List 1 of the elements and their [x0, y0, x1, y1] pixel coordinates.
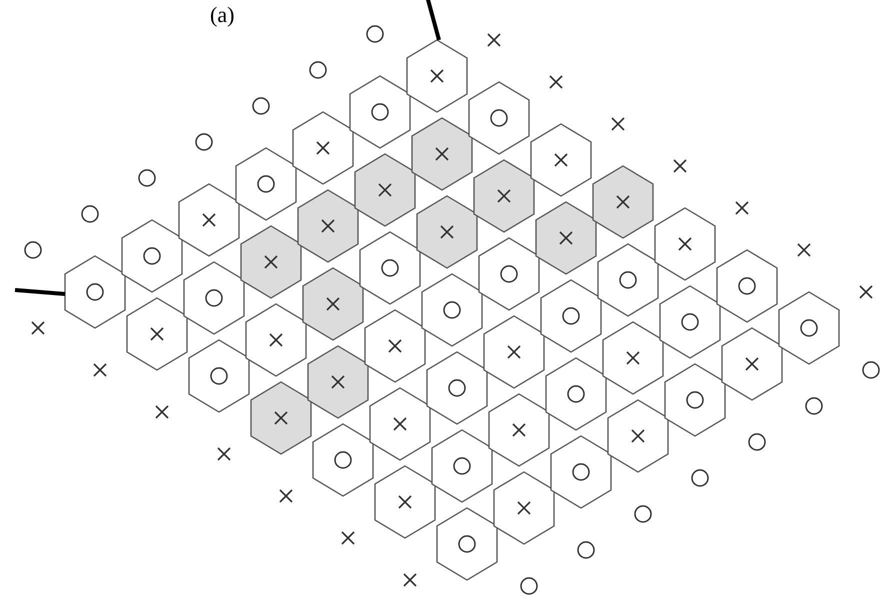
panel-label: (a) — [210, 2, 234, 28]
